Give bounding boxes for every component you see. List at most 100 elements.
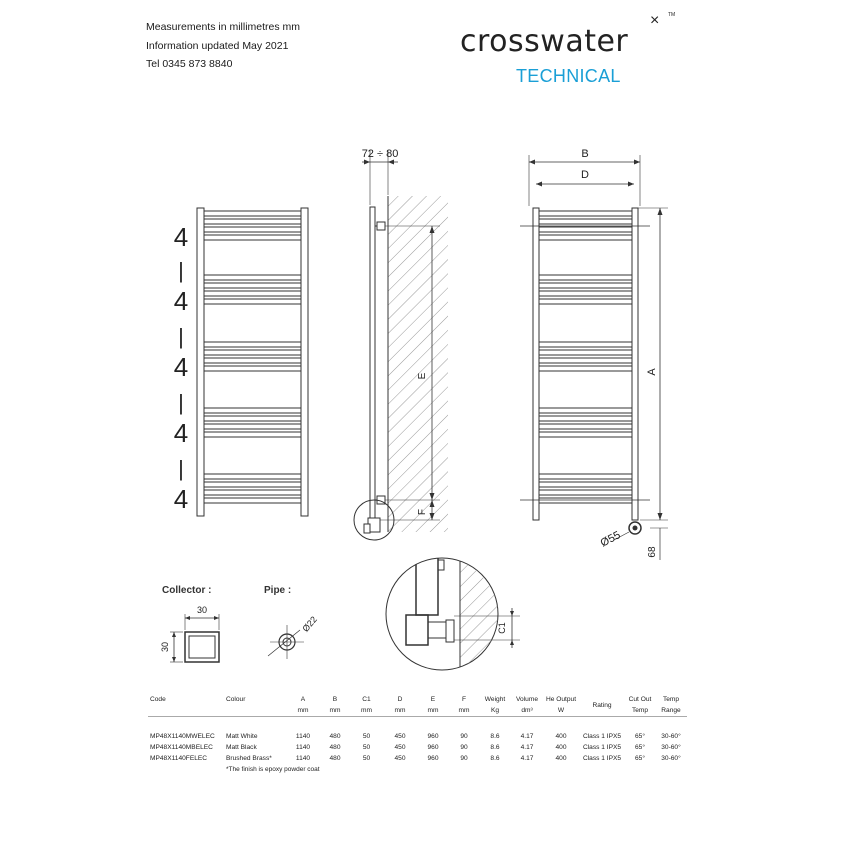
f-label: F (417, 509, 428, 515)
table-cell: 50 (362, 732, 371, 740)
table-cell: 4.17 (520, 732, 534, 740)
table-cell: 1140 (295, 754, 311, 762)
group-separator-3: | (178, 390, 184, 415)
side-view (353, 150, 448, 541)
table-cell: 90 (460, 732, 468, 740)
column-unit: mm (320, 705, 350, 717)
front-right-rail (300, 207, 309, 517)
table-cell: Class 1 IPX5 (582, 743, 622, 751)
pipe-diameter-label: Ø22 (300, 614, 319, 633)
column-header: Temp (662, 696, 680, 703)
d-label: D (581, 169, 589, 181)
column-unit: Kg (479, 705, 511, 717)
rear-bar (538, 489, 633, 496)
table-cell: Class 1 IPX5 (582, 732, 622, 740)
rear-bars (538, 210, 633, 504)
rear-bar (538, 298, 633, 305)
c1-label: C1 (497, 622, 507, 634)
table-cell: 480 (329, 743, 341, 751)
table-cell: 30-60° (661, 754, 681, 762)
column-unit (148, 705, 224, 717)
rear-bar (538, 349, 633, 356)
brand-x-icon: × (650, 12, 660, 29)
table-cell: 450 (394, 754, 406, 762)
table-cell: 450 (394, 743, 406, 751)
column-header: Volume (516, 696, 538, 703)
group-count-2: 4 (174, 286, 188, 316)
front-bar (203, 349, 302, 356)
front-bar (203, 341, 302, 348)
group-count-4: 4 (174, 418, 188, 448)
side-rail (369, 206, 376, 526)
group-separator-4: | (178, 456, 184, 481)
table-cell: 65° (635, 743, 645, 751)
collector-title: Collector : (162, 585, 212, 596)
front-bar (203, 497, 302, 504)
table-cell: 8.6 (490, 743, 500, 751)
column-unit: mm (383, 705, 417, 717)
front-bar (203, 431, 302, 438)
collector-height-label: 30 (160, 642, 170, 652)
brand-subtitle: TECHNICAL (516, 66, 621, 86)
brand-trademark: TM (668, 12, 676, 18)
e-label: E (417, 372, 428, 379)
rear-bar (538, 481, 633, 488)
rear-bar (538, 431, 633, 438)
column-unit: dm³ (511, 705, 543, 717)
table-cell: 8.6 (490, 754, 500, 762)
front-bar (203, 234, 302, 241)
table-cell: MP48X1140MWELEC (150, 732, 215, 740)
table-cell: Class 1 IPX5 (582, 754, 622, 762)
rear-bar (538, 415, 633, 422)
rear-bar (538, 274, 633, 281)
collector-diagram (170, 614, 220, 663)
group-count-5: 4 (174, 484, 188, 514)
column-header: Code (150, 696, 166, 703)
table-cell: 400 (555, 754, 567, 762)
column-unit: mm (286, 705, 320, 717)
column-unit: W (543, 705, 579, 717)
table-cell: 450 (394, 732, 406, 740)
a-label: A (646, 368, 658, 376)
table-cell: MP48X1140MBELEC (150, 743, 213, 751)
column-unit: mm (449, 705, 479, 717)
column-header: Rating (579, 694, 625, 717)
front-bar (203, 365, 302, 372)
table-cell: 400 (555, 743, 567, 751)
table-body: MP48X1140MWELEC Matt White 1140 480 50 450 960… (148, 717, 687, 764)
depth-label: 72 ÷ 80 (362, 148, 399, 160)
rear-left-rail (532, 207, 540, 521)
table-cell: 960 (427, 754, 439, 762)
upper-bracket (376, 221, 386, 231)
front-left-rail (196, 207, 205, 517)
front-bar (203, 423, 302, 430)
table-spacer (148, 717, 687, 731)
column-unit: Temp (625, 705, 655, 717)
table-cell: 30-60° (661, 743, 681, 751)
table-cell: Brushed Brass* (226, 754, 272, 762)
rear-bar (538, 290, 633, 297)
column-header: B (332, 696, 338, 703)
column-unit (224, 705, 286, 717)
rear-bar (538, 282, 633, 289)
column-header: He Output (545, 696, 577, 703)
valve-detail-diagram (385, 557, 520, 671)
collector-width-label: 30 (197, 605, 207, 615)
pipe-title: Pipe : (264, 585, 292, 596)
column-header: A (300, 696, 306, 703)
rear-bar (538, 226, 633, 233)
info-updated: Information updated May 2021 (146, 40, 289, 52)
b-label: B (581, 148, 588, 160)
column-header: E (430, 696, 436, 703)
rear-right-rail (631, 207, 639, 521)
table-cell: Matt White (226, 732, 258, 740)
table-cell: 4.17 (520, 743, 534, 751)
rear-bar (538, 407, 633, 414)
table-cell: 50 (362, 754, 371, 762)
group-separator-2: | (178, 324, 184, 349)
rear-bar (538, 210, 633, 217)
